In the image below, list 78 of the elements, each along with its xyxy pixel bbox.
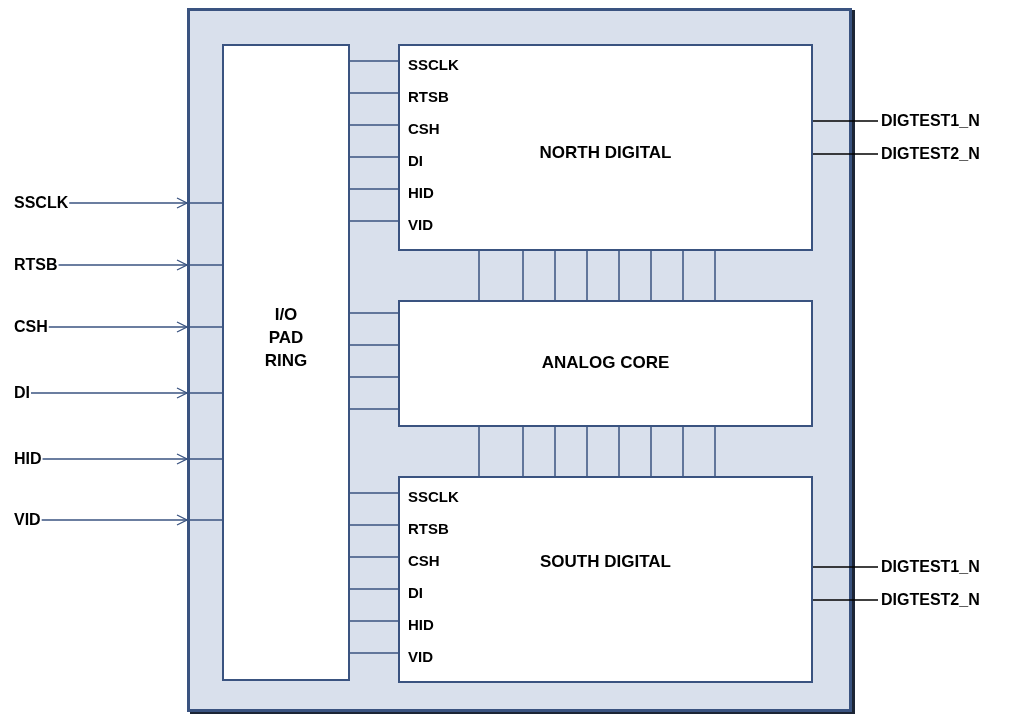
pin-label: CSH: [408, 552, 440, 570]
signal-label: VID: [14, 511, 41, 529]
connector-line: [349, 124, 399, 126]
block-title: ANALOG CORE: [540, 353, 671, 372]
pin-label: RTSB: [408, 520, 449, 538]
connector-line: [586, 250, 588, 301]
connector-line: [812, 566, 879, 568]
connector-line: [682, 426, 684, 477]
pin-label: DI: [408, 152, 423, 170]
connector-line: [187, 392, 223, 394]
chip-outline: [187, 8, 852, 712]
connector-line: [349, 60, 399, 62]
signal-label: SSCLK: [14, 194, 69, 212]
signal-label: DI: [14, 384, 30, 402]
connector-line: [714, 426, 716, 477]
connector-line: [187, 264, 223, 266]
connector-line: [586, 426, 588, 477]
connector-line: [349, 188, 399, 190]
connector-line: [349, 92, 399, 94]
arrow: [68, 197, 188, 209]
pin-label: VID: [408, 648, 433, 666]
connector-line: [650, 250, 652, 301]
connector-line: [618, 426, 620, 477]
arrow: [48, 321, 188, 333]
connector-line: [522, 250, 524, 301]
block-title: NORTH DIGITAL: [538, 144, 673, 162]
connector-line: [812, 599, 879, 601]
connector-line: [187, 202, 223, 204]
circuit-block: [398, 476, 813, 683]
arrow: [30, 387, 188, 399]
arrow: [57, 259, 188, 271]
connector-line: [812, 120, 879, 122]
connector-line: [478, 250, 480, 301]
pin-label: SSCLK: [408, 488, 459, 506]
connector-line: [187, 326, 223, 328]
arrow: [41, 453, 188, 465]
connector-line: [349, 408, 399, 410]
block-title: I/O PAD RING: [263, 303, 309, 372]
connector-line: [187, 458, 223, 460]
connector-line: [478, 426, 480, 477]
signal-label: RTSB: [14, 256, 58, 274]
connector-line: [349, 312, 399, 314]
connector-line: [650, 426, 652, 477]
connector-line: [349, 156, 399, 158]
pin-label: HID: [408, 616, 434, 634]
connector-line: [349, 652, 399, 654]
connector-line: [349, 556, 399, 558]
circuit-block: [398, 44, 813, 251]
connector-line: [554, 426, 556, 477]
connector-line: [554, 250, 556, 301]
connector-line: [349, 344, 399, 346]
signal-label: DIGTEST1_N: [881, 112, 980, 130]
connector-line: [682, 250, 684, 301]
connector-line: [349, 524, 399, 526]
connector-line: [349, 220, 399, 222]
pin-label: RTSB: [408, 88, 449, 106]
signal-label: DIGTEST1_N: [881, 558, 980, 576]
connector-line: [349, 492, 399, 494]
pin-label: SSCLK: [408, 56, 459, 74]
connector-line: [187, 519, 223, 521]
circuit-block: [398, 300, 813, 427]
connector-line: [349, 620, 399, 622]
pin-label: HID: [408, 184, 434, 202]
connector-line: [618, 250, 620, 301]
signal-label: DIGTEST2_N: [881, 591, 980, 609]
connector-line: [714, 250, 716, 301]
arrow: [40, 514, 188, 526]
connector-line: [349, 588, 399, 590]
pad-ring-block: [222, 44, 350, 681]
pin-label: DI: [408, 584, 423, 602]
signal-label: DIGTEST2_N: [881, 145, 980, 163]
connector-line: [812, 153, 879, 155]
connector-line: [522, 426, 524, 477]
pin-label: CSH: [408, 120, 440, 138]
signal-label: CSH: [14, 318, 48, 336]
signal-label: HID: [14, 450, 42, 468]
connector-line: [349, 376, 399, 378]
pin-label: VID: [408, 216, 433, 234]
